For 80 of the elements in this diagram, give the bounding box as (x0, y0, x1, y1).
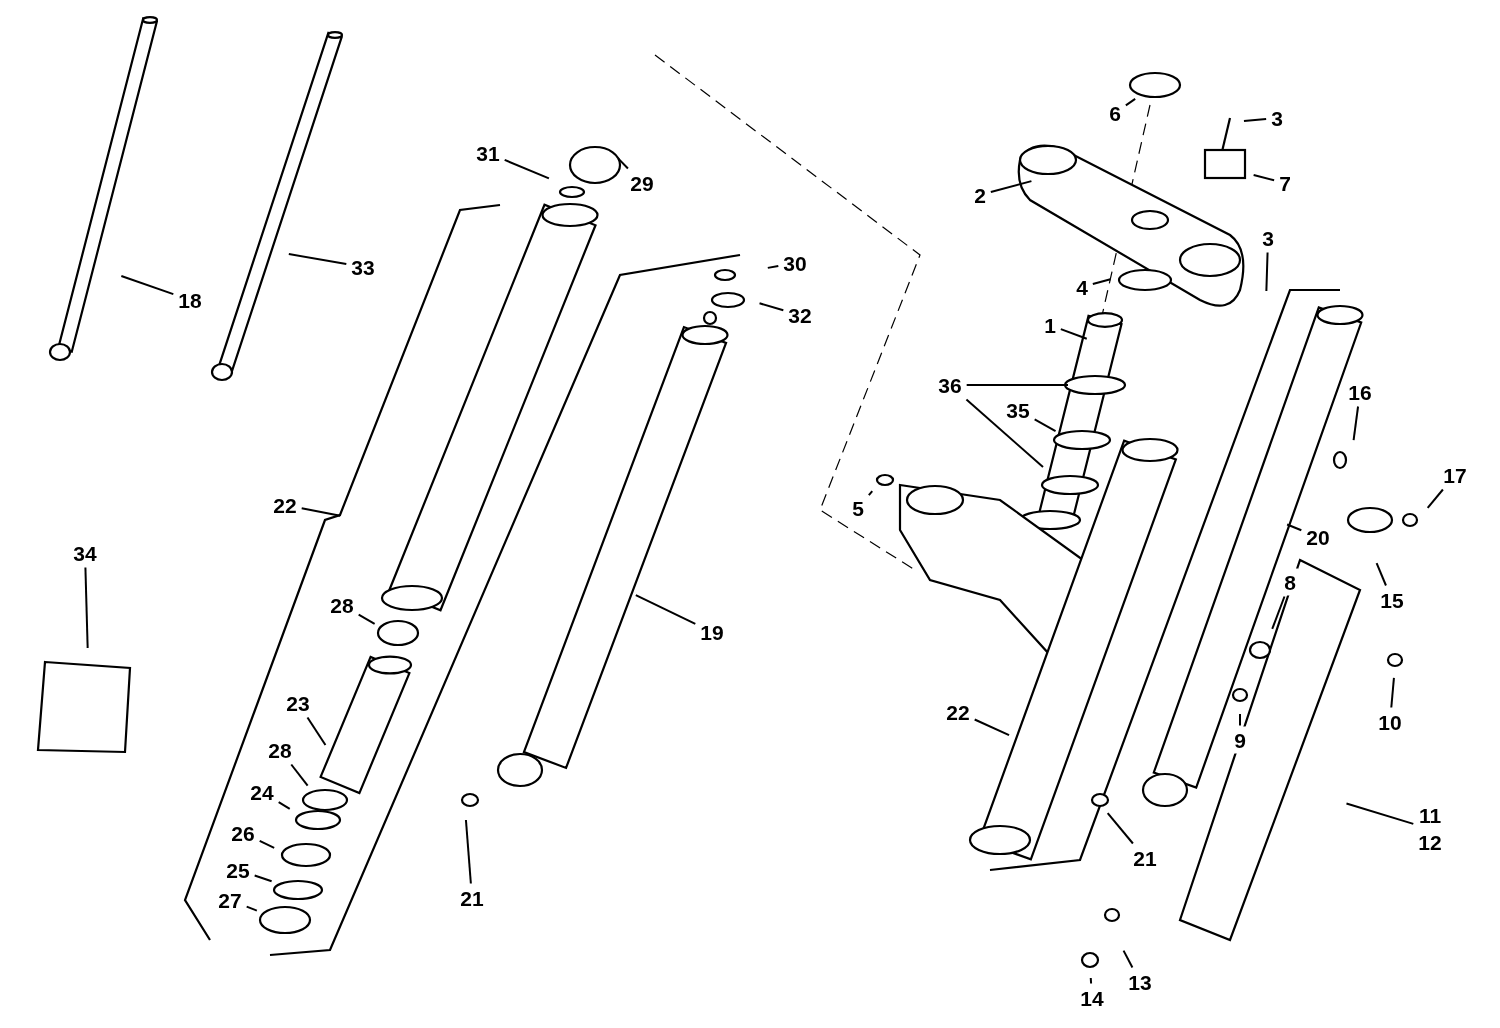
leader-line (1242, 117, 1268, 122)
leader-line (867, 490, 874, 497)
leader-line (1426, 488, 1444, 509)
callout-number: 32 (788, 302, 812, 329)
callout-number: 5 (852, 495, 864, 522)
callout-number: 28 (330, 592, 354, 619)
callout-number: 4 (1076, 274, 1088, 301)
callout-number: 7 (1279, 170, 1291, 197)
leader-line (1345, 802, 1415, 825)
leader-line (1239, 713, 1241, 727)
callout-number: 22 (273, 492, 297, 519)
callout-number: 35 (1006, 397, 1030, 424)
callout-number: 19 (700, 619, 724, 646)
callout-number: 33 (351, 254, 375, 281)
callout-number: 13 (1128, 969, 1152, 996)
callout-number: 20 (1306, 524, 1330, 551)
leader-line (1091, 278, 1112, 285)
leader-line (464, 818, 472, 885)
callout-number: 8 (1284, 569, 1296, 596)
leader-line (357, 613, 376, 625)
callout-number: 15 (1380, 587, 1404, 614)
callout-number: 1 (1044, 312, 1056, 339)
leader-line (1106, 812, 1134, 845)
callout-number: 10 (1378, 709, 1402, 736)
callout-number: 16 (1348, 379, 1372, 406)
leader-line (1059, 328, 1088, 340)
leader-line (989, 180, 1033, 194)
callout-number: 25 (226, 857, 250, 884)
leader-line (84, 566, 89, 649)
callout-number: 34 (73, 540, 97, 567)
callout-number: 27 (218, 887, 242, 914)
leader-line (965, 384, 1069, 386)
leader-line (300, 507, 342, 517)
callout-number: 3 (1271, 105, 1283, 132)
leader-line (1352, 405, 1360, 442)
leader-line (290, 763, 309, 787)
leader-line (1252, 173, 1276, 182)
leader-line (253, 874, 273, 883)
leader-line (1122, 949, 1134, 969)
leader-line (1271, 595, 1286, 630)
leader-line (287, 253, 348, 266)
callout-number: 29 (630, 170, 654, 197)
leader-line (258, 839, 276, 849)
callout-number: 23 (286, 690, 310, 717)
leader-line (1089, 977, 1093, 985)
callout-number: 21 (460, 885, 484, 912)
leader-line (245, 905, 258, 912)
callout-number: 17 (1443, 462, 1467, 489)
callout-number: 21 (1133, 845, 1157, 872)
leader-line (306, 716, 327, 746)
leader-line (965, 398, 1044, 469)
leader-line (120, 274, 175, 296)
leader-line (973, 718, 1011, 737)
leader-line (617, 157, 629, 170)
leader-line (277, 801, 291, 810)
leader-line (634, 594, 697, 625)
leader-line (503, 158, 550, 180)
callout-number: 30 (783, 250, 807, 277)
callout-number: 12 (1418, 830, 1442, 856)
callout-number: 24 (250, 779, 274, 806)
leader-line (758, 302, 785, 312)
callout-number: 18 (178, 287, 202, 314)
callout-number: 2 (974, 182, 986, 209)
callout-number: 22 (946, 699, 970, 726)
callout-number: 6 (1109, 100, 1121, 127)
callout-number: 11 (1418, 803, 1442, 829)
callout-number: 36 (938, 372, 962, 399)
callout-number: 9 (1234, 727, 1246, 754)
callout-number: 31 (476, 140, 500, 167)
leader-line (1265, 251, 1269, 292)
callout-number: 28 (268, 737, 292, 764)
leader-line (1390, 676, 1395, 709)
leader-line (1286, 523, 1303, 532)
callout-number: 3 (1262, 225, 1274, 252)
leader-line (1033, 418, 1057, 433)
leader-line (1124, 97, 1137, 107)
leader-line (1375, 562, 1387, 587)
callout-number: 26 (231, 820, 255, 847)
leader-line (766, 265, 780, 269)
callout-number: 14 (1080, 985, 1104, 1012)
